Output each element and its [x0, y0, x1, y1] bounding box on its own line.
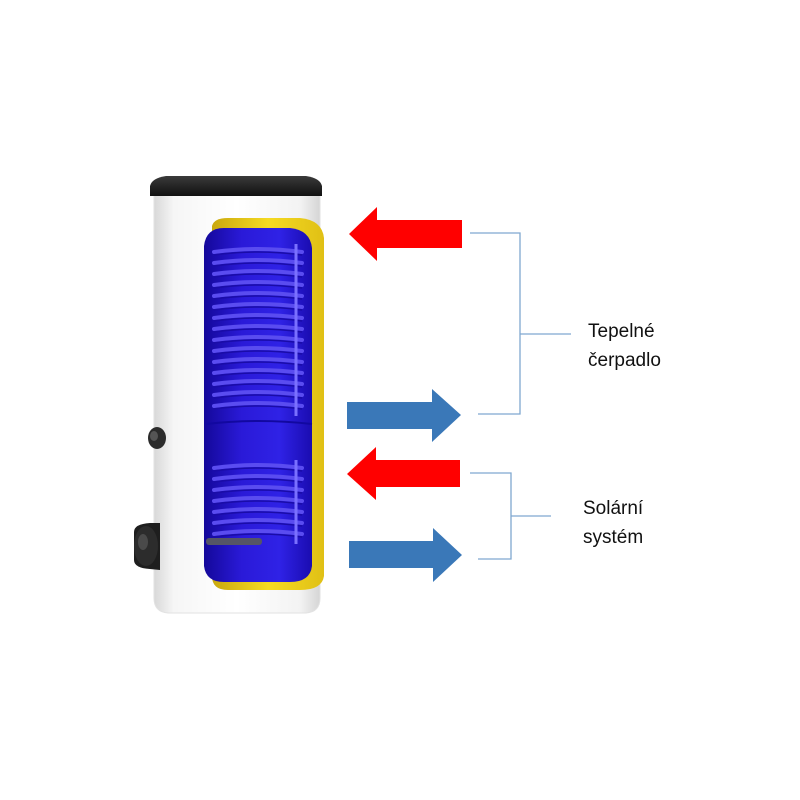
bracket-solar	[470, 472, 551, 560]
upper-coil-turn-shadow	[213, 262, 303, 267]
heating-rod	[206, 538, 262, 545]
tank	[134, 176, 324, 614]
lower-coil-turn	[212, 463, 304, 470]
solar-label-line1: Solární	[583, 498, 644, 519]
upper-coil-turn	[212, 302, 304, 309]
upper-coil-turn-shadow	[213, 273, 303, 278]
lower-coil-turn-shadow	[213, 511, 303, 516]
upper-coil-turn	[212, 291, 304, 298]
lower-coil-turn	[212, 518, 304, 525]
coil-divider	[205, 420, 313, 425]
solar-label-line2: systém	[583, 527, 644, 548]
lower-coil-turn	[212, 507, 304, 514]
heat-pump-label: Tepelné čerpadlo	[588, 317, 661, 375]
hot-inlet-arrow-heat-pump	[349, 207, 462, 261]
upper-coil-turn	[212, 379, 304, 386]
heat-pump-label-line1: Tepelné	[588, 321, 655, 342]
upper-coil-turn-shadow	[213, 328, 303, 333]
upper-coil-turn-shadow	[213, 361, 303, 366]
upper-coil-turn	[212, 357, 304, 364]
lower-coil-turn	[212, 485, 304, 492]
upper-coil-turn	[212, 368, 304, 375]
upper-coil-turn-shadow	[213, 295, 303, 300]
upper-coil-turn-shadow	[213, 372, 303, 377]
cold-outlet-arrow-solar	[349, 528, 462, 582]
bracket-heat-pump	[470, 232, 571, 415]
lower-coil-turn-shadow	[213, 467, 303, 472]
upper-coil-turn-shadow	[213, 350, 303, 355]
upper-coil-turn	[212, 258, 304, 265]
lower-fitting	[134, 523, 160, 570]
upper-coil-turn	[212, 324, 304, 331]
upper-coil-turn-shadow	[213, 306, 303, 311]
upper-coil-turn-shadow	[213, 405, 303, 410]
hot-inlet-arrow-solar	[347, 447, 460, 500]
lower-coil-turn-shadow	[213, 489, 303, 494]
lower-coil-turn	[212, 474, 304, 481]
upper-coil-turn	[212, 335, 304, 342]
lower-coil-turn-shadow	[213, 500, 303, 505]
upper-coil-turn	[212, 313, 304, 320]
upper-coil-turn-shadow	[213, 339, 303, 344]
upper-coil	[212, 244, 304, 416]
upper-coil-turn	[212, 247, 304, 254]
upper-coil-turn-shadow	[213, 251, 303, 256]
cold-outlet-arrow-heat-pump	[347, 389, 461, 442]
tank-lid	[150, 176, 322, 196]
lower-coil-turn-shadow	[213, 478, 303, 483]
upper-coil-turn	[212, 280, 304, 287]
lower-coil-turn	[212, 529, 304, 536]
upper-coil-turn	[212, 346, 304, 353]
upper-coil-turn	[212, 401, 304, 408]
lower-coil-turn-shadow	[213, 533, 303, 538]
upper-fitting	[148, 427, 166, 449]
upper-coil-turn-shadow	[213, 284, 303, 289]
upper-coil-turn	[212, 269, 304, 276]
upper-coil-turn-shadow	[213, 394, 303, 399]
lower-coil	[212, 460, 304, 544]
upper-coil-turn-shadow	[213, 383, 303, 388]
lower-coil-turn	[212, 496, 304, 503]
lower-coil-turn-shadow	[213, 522, 303, 527]
heat-pump-label-line2: čerpadlo	[588, 350, 661, 371]
upper-coil-turn-shadow	[213, 317, 303, 322]
solar-label: Solární systém	[583, 494, 643, 552]
upper-coil-turn	[212, 390, 304, 397]
